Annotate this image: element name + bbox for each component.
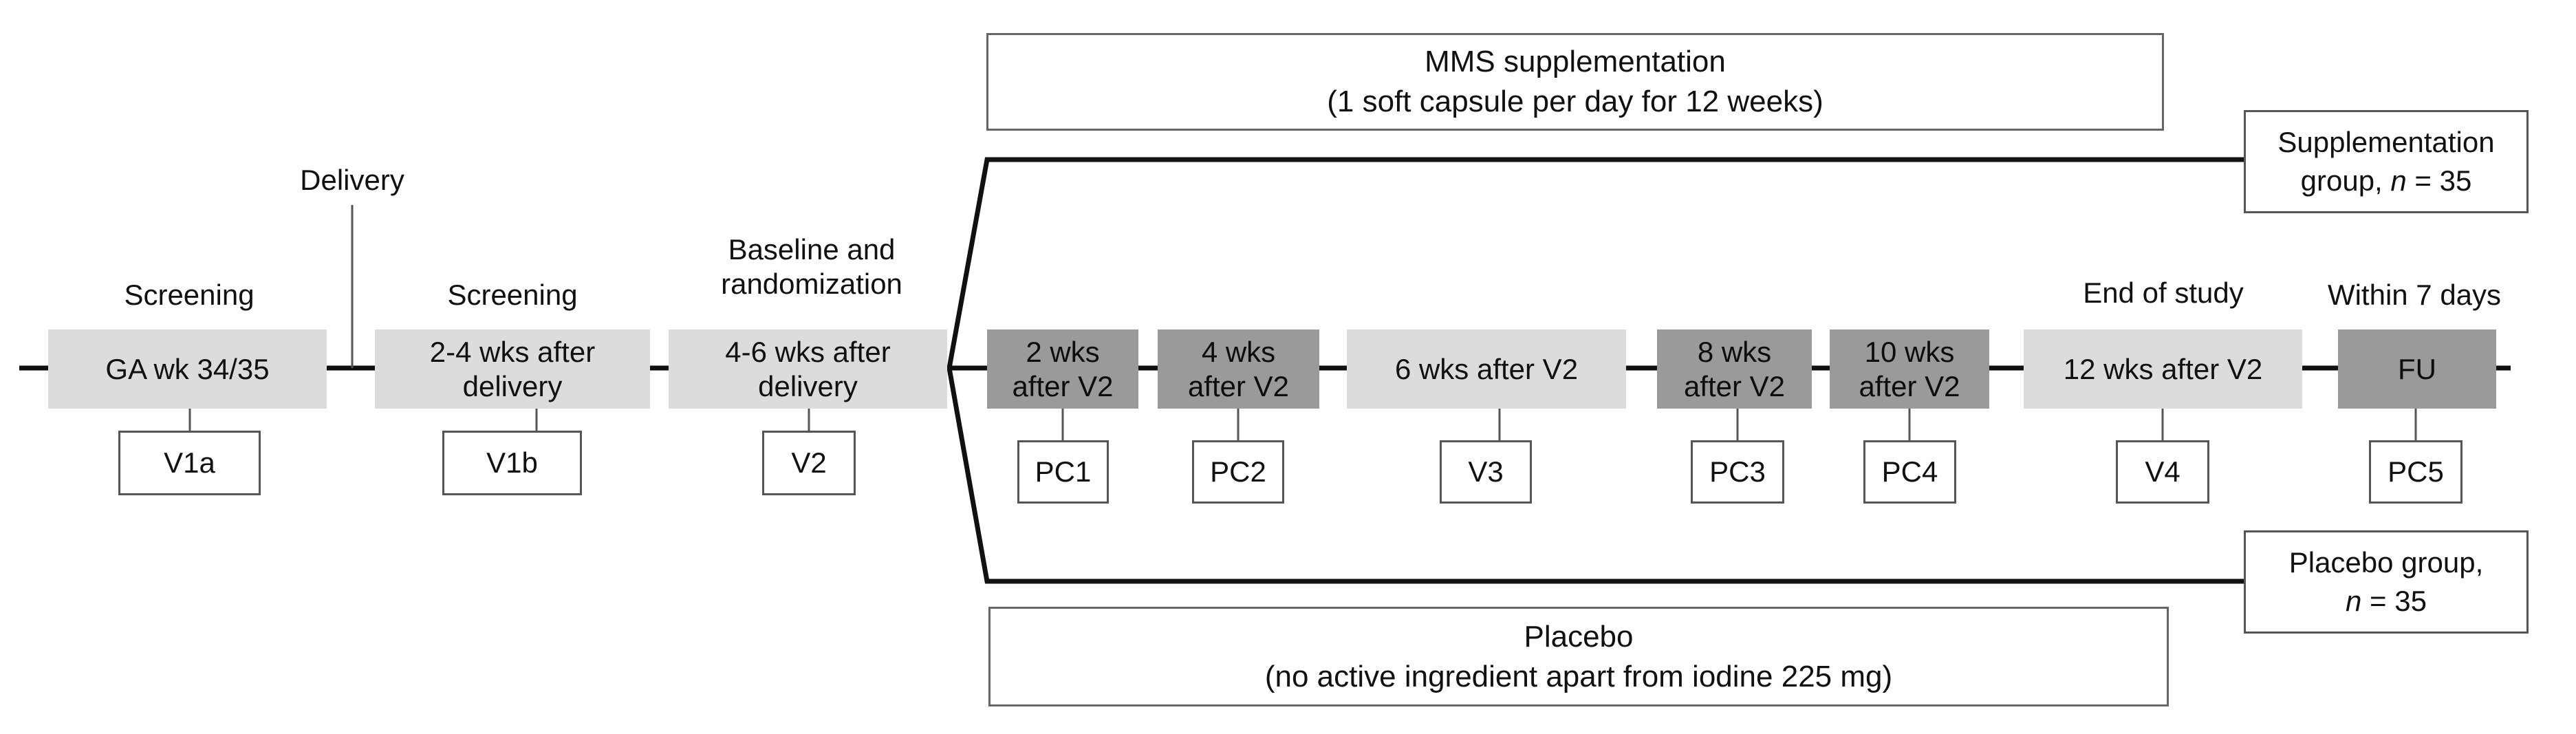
visit-pc3: PC3 <box>1691 440 1784 504</box>
supplementation-group-box: Supplementation group, n = 35 <box>2244 110 2529 213</box>
placebo-title: Placebo <box>1524 619 1634 654</box>
visit-pc5: PC5 <box>2369 440 2463 504</box>
visit-v2: V2 <box>762 431 856 495</box>
screening-label-2: Screening <box>447 279 578 311</box>
visit-v4: V4 <box>2116 440 2209 504</box>
after-v2-8-box: 8 wks after V2 <box>1657 330 1812 409</box>
supplementation-arm-line <box>946 157 2244 369</box>
after-v2-10-box: 10 wks after V2 <box>1830 330 1989 409</box>
delivery-label: Delivery <box>300 164 404 196</box>
visit-pc1: PC1 <box>1017 440 1109 504</box>
baseline-randomization-label: Baseline and randomization <box>721 233 902 300</box>
mms-title: MMS supplementation <box>1425 45 1726 78</box>
screening-label-1: Screening <box>124 279 255 311</box>
visit-v1a: V1a <box>118 431 261 495</box>
ga-wk-box: GA wk 34/35 <box>48 330 327 409</box>
fu-box: FU <box>2338 330 2496 409</box>
after-v2-12-box: 12 wks after V2 <box>2024 330 2302 409</box>
within-7-days-label: Within 7 days <box>2327 279 2502 311</box>
after-v2-4-box: 4 wks after V2 <box>1158 330 1319 409</box>
placebo-box: Placebo (no active ingredient apart from… <box>988 607 2169 706</box>
visit-pc2: PC2 <box>1192 440 1284 504</box>
visit-v1b: V1b <box>442 431 582 495</box>
after-v2-6-box: 6 wks after V2 <box>1347 330 1626 409</box>
visit-v3: V3 <box>1440 440 1532 504</box>
after-delivery-4-6-box: 4-6 wks after delivery <box>669 330 947 409</box>
after-v2-2-box: 2 wks after V2 <box>987 330 1138 409</box>
placebo-arm-line <box>946 367 2244 584</box>
placebo-group-box: Placebo group, n = 35 <box>2244 530 2529 634</box>
end-of-study-label: End of study <box>2083 277 2244 309</box>
after-delivery-2-4-box: 2-4 wks after delivery <box>375 330 650 409</box>
mms-detail: (1 soft capsule per day for 12 weeks) <box>1327 85 1823 118</box>
mms-supplementation-box: MMS supplementation (1 soft capsule per … <box>986 33 2164 131</box>
visit-pc4: PC4 <box>1863 440 1956 504</box>
placebo-detail: (no active ingredient apart from iodine … <box>1264 659 1893 693</box>
